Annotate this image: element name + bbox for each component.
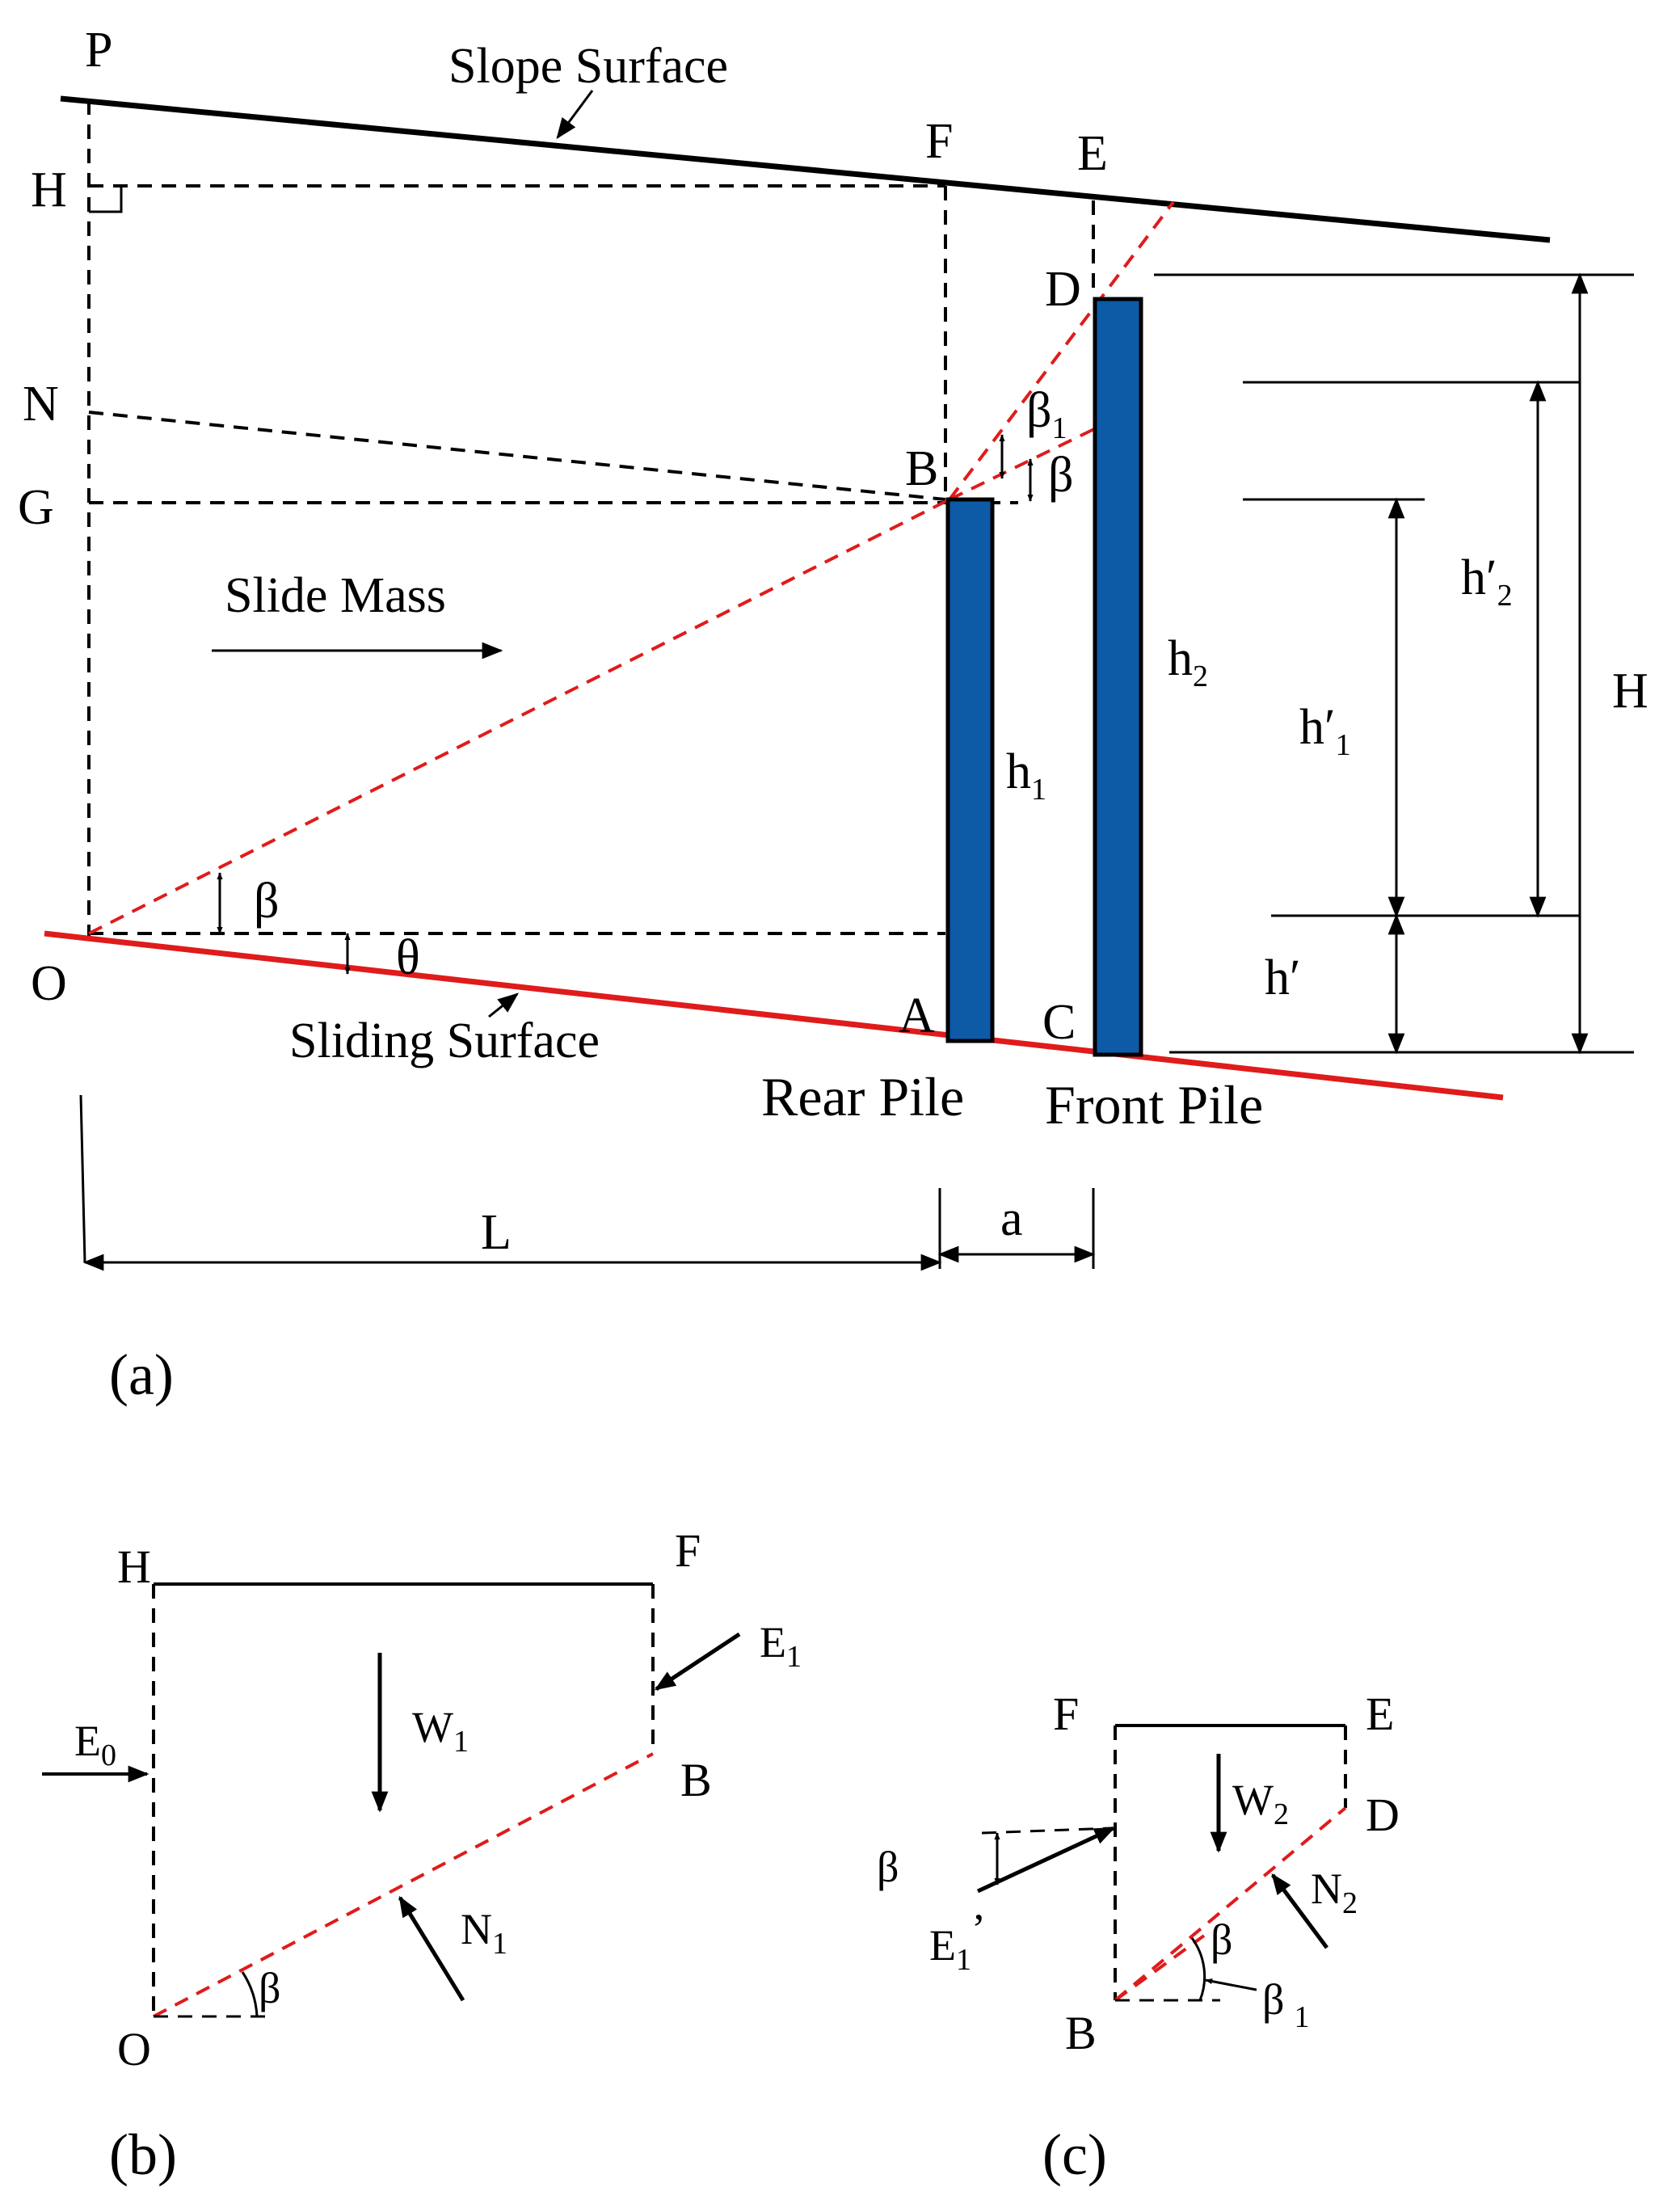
n1-force-arrow — [398, 1895, 465, 2002]
panel-c-point-b: B — [1065, 2007, 1097, 2059]
e1p-force-label: E1’ — [929, 1905, 986, 1977]
dim-h-label: H — [1612, 664, 1648, 718]
n1-force-label: N1 — [461, 1905, 507, 1961]
panel-b-point-h: H — [117, 1540, 151, 1593]
right-angle-marker — [89, 186, 123, 213]
dim-a-label: a — [1000, 1191, 1023, 1246]
w1-force-label: W1 — [412, 1703, 469, 1759]
sliding-surface-pointer — [488, 992, 520, 1018]
e1-force-label: E1 — [760, 1618, 802, 1674]
rear-pile-label: Rear Pile — [761, 1066, 964, 1127]
front-pile — [1093, 297, 1143, 1057]
panel-c-point-d: D — [1366, 1789, 1400, 1841]
w2-force-label: W2 — [1232, 1776, 1289, 1831]
e1-force-arrow — [654, 1632, 741, 1692]
point-f-label: F — [925, 114, 953, 169]
rear-pile — [945, 497, 995, 1043]
panel-c-beta-mid-label: β — [1211, 1915, 1232, 1964]
panel-a-caption: (a) — [109, 1342, 174, 1407]
panel-c-beta1-pointer — [1205, 1978, 1257, 1991]
slide-mass-label: Slide Mass — [225, 568, 446, 623]
point-b-label: B — [905, 441, 938, 496]
slope-surface-label: Slope Surface — [448, 39, 728, 94]
panel-c-point-e: E — [1366, 1688, 1394, 1740]
point-p-label: P — [85, 23, 112, 78]
n-line-dashed — [88, 411, 946, 501]
sliding-surface-line — [44, 930, 1504, 1101]
panel-a: Slope Surface P H F E N G Sliding Surfac… — [18, 23, 1648, 1407]
panel-c-caption: (c) — [1042, 2122, 1107, 2187]
h1-label: h1 — [1006, 744, 1046, 807]
panel-c-red-beta — [1114, 1934, 1206, 2002]
dim-l-label: L — [481, 1205, 512, 1260]
dim-l-tick-left — [79, 1094, 86, 1263]
sliding-surface-label: Sliding Surface — [289, 1013, 600, 1068]
slope-surface-pointer — [556, 90, 594, 140]
red-line-o-to-b — [88, 498, 950, 935]
dim-hp-label: h′ — [1265, 950, 1301, 1005]
panel-b-caption: (b) — [109, 2122, 177, 2187]
red-line-b-beta — [949, 425, 1100, 501]
point-g-label: G — [18, 480, 54, 535]
panel-b-angle-arc — [241, 1971, 259, 2017]
dim-hp2-label: h′2 — [1461, 550, 1513, 613]
panel-b-beta-label: β — [259, 1964, 280, 2012]
panel-c-beta-guide — [981, 1827, 1112, 1835]
front-pile-label: Front Pile — [1045, 1074, 1263, 1136]
e0-force-label: E0 — [74, 1717, 116, 1772]
panel-c-point-f: F — [1053, 1688, 1079, 1740]
beta-label-b: β — [1048, 448, 1074, 503]
panel-c-red-dashed — [1114, 1806, 1347, 2002]
slope-surface-line — [60, 95, 1551, 243]
panel-b: H F β O B E0 E1 W1 N1 (b) — [42, 1524, 802, 2187]
point-c-label: C — [1042, 995, 1076, 1050]
red-line-b-to-d — [948, 200, 1175, 501]
e1p-force-arrow — [976, 1826, 1116, 1894]
panel-b-point-b: B — [680, 1754, 712, 1806]
panel-c-beta-left-label: β — [877, 1843, 899, 1891]
panel-b-point-o: O — [117, 2023, 151, 2075]
point-e-label: E — [1077, 126, 1108, 181]
point-n-label: N — [23, 377, 59, 432]
beta-label-o: β — [254, 874, 280, 929]
panel-b-red-dashed — [153, 1752, 654, 2018]
point-d-label: D — [1045, 262, 1081, 317]
n2-force-label: N2 — [1311, 1865, 1358, 1920]
h2-label: h2 — [1168, 631, 1208, 693]
n2-force-arrow — [1270, 1873, 1329, 1949]
dim-hp1-label: h′1 — [1299, 700, 1351, 762]
panel-b-point-f: F — [675, 1524, 701, 1577]
point-o-label: O — [31, 956, 67, 1011]
beta1-label: β1 — [1026, 383, 1067, 445]
panel-c-angle-arc — [1190, 1937, 1206, 2001]
theta-label: θ — [396, 930, 420, 985]
point-a-label: A — [899, 988, 935, 1043]
point-h-label: H — [31, 162, 67, 217]
